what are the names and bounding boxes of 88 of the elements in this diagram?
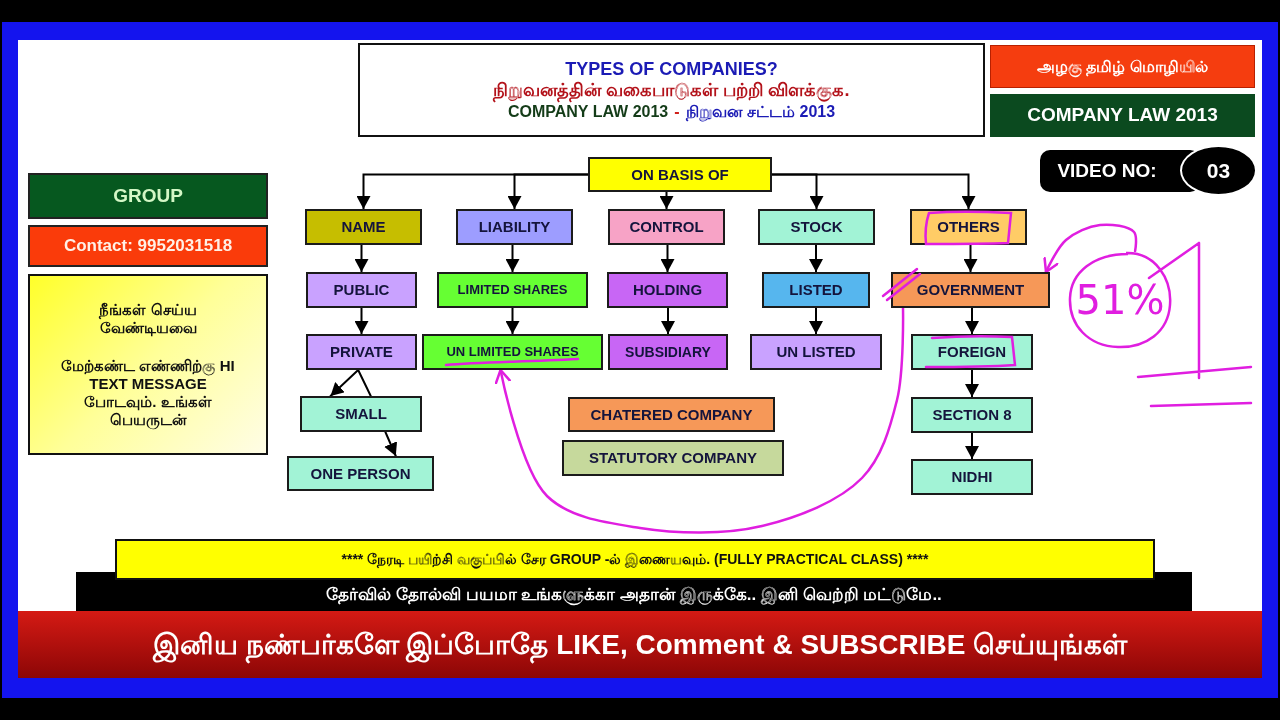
heading-text: TYPES OF COMPANIES? — [565, 58, 778, 81]
arrow — [505, 244, 520, 273]
category-box — [300, 396, 422, 432]
box-label: PRIVATE — [330, 343, 393, 361]
video-number: 03 — [1206, 157, 1231, 184]
arrow — [354, 307, 369, 335]
box-label: SMALL — [335, 405, 387, 423]
video-label: VIDEO NO: — [1057, 159, 1157, 183]
category-box — [608, 334, 728, 370]
category-box — [911, 334, 1033, 370]
category-box — [911, 459, 1033, 495]
notice-banner — [115, 539, 1155, 580]
box-label: UN LIMITED SHARES — [446, 344, 579, 360]
arrow — [771, 173, 976, 210]
box-label: STATUTORY COMPANY — [588, 449, 758, 467]
box-label: LIABILITY — [478, 218, 551, 236]
subject-text: COMPANY LAW 2013 — [507, 103, 669, 122]
box-label: GOVERNMENT — [916, 281, 1025, 299]
box-label: FOREIGN — [937, 343, 1007, 361]
category-box — [305, 209, 422, 245]
box-label: SUBSIDIARY — [625, 343, 711, 361]
box-label: CHATERED COMPANY — [590, 405, 753, 424]
tagline-text: அழகு தமிழ் மொழியில் — [1037, 56, 1208, 77]
category-box — [568, 397, 775, 432]
category-box — [891, 272, 1050, 308]
subject-banner-text: COMPANY LAW 2013 — [1027, 104, 1218, 127]
arrow — [963, 244, 978, 273]
arrow — [660, 244, 675, 273]
instruction-panel — [28, 274, 268, 455]
instruction-text: மேற்கண்ட எண்ணிற்கு HI TEXT MESSAGE போடவும். உங்கள் பெயருடன் — [60, 356, 236, 429]
arrow — [659, 191, 674, 210]
title-panel — [358, 43, 985, 137]
box-label: ONE PERSON — [310, 464, 411, 483]
category-box — [422, 334, 603, 370]
category-box — [607, 272, 728, 308]
arrow — [384, 431, 398, 457]
arrow — [965, 369, 979, 398]
arrow — [354, 244, 369, 273]
arrow — [965, 307, 979, 335]
category-box — [758, 209, 875, 245]
group-label: GROUP — [113, 184, 183, 208]
slogan-text: தேர்வில் தோல்வி பயமா உங்களுக்கா அதான் இருக்கே.. இனி வெற்றி மட்டுமே.. — [326, 585, 942, 606]
handwritten-text: 51% — [1075, 276, 1165, 324]
arrow — [965, 432, 979, 460]
category-box — [562, 440, 784, 476]
category-box — [456, 209, 573, 245]
subject-tamil-text: நிறுவன சட்டம் 2013 — [685, 102, 836, 122]
notice-text: **** நேரடி பயிற்சி வகுப்பில் சேர GROUP -ல் இணையவும். (FULLY PRACTICAL CLASS) **** — [341, 551, 929, 568]
category-box — [911, 397, 1033, 433]
box-label: UN LISTED — [776, 343, 856, 361]
box-label: ON BASIS OF — [631, 165, 729, 184]
category-box — [306, 334, 417, 370]
arrow — [507, 173, 589, 210]
box-label: LISTED — [789, 281, 843, 299]
box-label: LIMITED SHARES — [457, 282, 568, 298]
hand-drawn-arrow — [494, 306, 905, 534]
contact-text: Contact: 9952031518 — [63, 235, 233, 257]
box-label: CONTROL — [629, 218, 704, 236]
separator-text: - — [674, 102, 680, 122]
category-box — [750, 334, 882, 370]
category-box — [437, 272, 588, 308]
arrow — [661, 307, 675, 335]
root-box — [588, 157, 772, 192]
category-box — [306, 272, 417, 308]
arrow — [809, 244, 823, 273]
box-label: NIDHI — [951, 468, 993, 486]
connector-line — [357, 369, 372, 397]
category-box — [762, 272, 870, 308]
box-label: PUBLIC — [333, 281, 390, 299]
call-to-action-band — [18, 611, 1262, 678]
category-box — [608, 209, 725, 245]
subtitle-text: நிறுவனத்தின் வகைபாடுகள் பற்றி விளக்குக. — [493, 80, 850, 102]
instruction-heading: நீங்கள் செய்ய வேண்டியவை — [97, 300, 198, 337]
group-banner — [28, 173, 268, 219]
subject-banner — [990, 94, 1255, 137]
hand-drawn-arrow — [1043, 223, 1138, 274]
tagline-banner — [990, 45, 1255, 88]
box-label: STOCK — [790, 218, 843, 236]
arrow — [809, 307, 823, 335]
arrow — [505, 307, 520, 335]
arrow — [329, 369, 360, 397]
box-label: SECTION 8 — [932, 406, 1012, 424]
box-label: HOLDING — [632, 281, 703, 299]
box-label: OTHERS — [937, 218, 1000, 236]
box-label: NAME — [341, 218, 386, 236]
category-box — [287, 456, 434, 491]
contact-banner — [28, 225, 268, 267]
call-to-action-text: இனிய நண்பர்களே இப்போதே LIKE, Comment & SUBSCRIBE செய்யுங்கள் — [152, 627, 1128, 662]
